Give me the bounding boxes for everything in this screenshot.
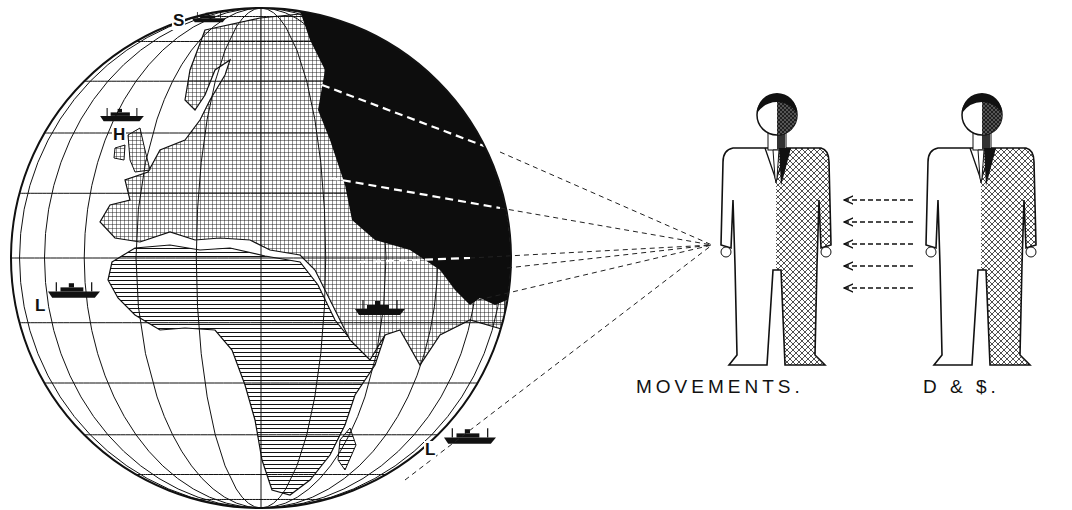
- flow-arrow: [844, 221, 913, 222]
- flow-arrow: [844, 199, 913, 200]
- ireland: [114, 145, 125, 160]
- flow-arrows: [844, 200, 913, 288]
- lapel: [779, 148, 791, 186]
- hair: [962, 93, 1002, 113]
- ship-icon: [192, 12, 226, 22]
- graticule: [11, 8, 511, 508]
- flow-arrow: [844, 265, 913, 266]
- britain: [128, 128, 150, 172]
- man-figure: [915, 80, 1055, 410]
- suit-shade: [776, 148, 831, 365]
- tie: [773, 150, 779, 183]
- dashed-white-lines: [322, 85, 500, 262]
- figure-node: D & $.: [915, 80, 1055, 410]
- dashed-leader-lines: [405, 152, 712, 480]
- hair: [757, 93, 797, 113]
- ship-icon: [355, 300, 405, 315]
- figure-node: MOVEMENTS.: [630, 80, 842, 410]
- man-body: [721, 93, 831, 365]
- graticule-lines: [11, 8, 511, 508]
- suit: [721, 148, 831, 365]
- figure-caption: MOVEMENTS.: [636, 376, 804, 398]
- ship-letter: S: [172, 12, 185, 30]
- tie: [978, 150, 984, 183]
- ship-letter: L: [424, 441, 436, 459]
- suit-shade: [981, 148, 1036, 365]
- ship-letter: L: [34, 297, 46, 315]
- flow-arrow: [844, 243, 913, 244]
- dark-region: [300, 11, 511, 305]
- lapel: [984, 148, 996, 186]
- ship-icon: [48, 282, 100, 298]
- ships: [48, 12, 496, 444]
- ocean: [11, 8, 511, 508]
- suit-outline: [721, 148, 831, 365]
- globe-outline: [11, 8, 511, 508]
- flow-arrow: [844, 287, 913, 288]
- suit: [926, 148, 1036, 365]
- hand: [926, 247, 936, 257]
- ship-letter: H: [112, 126, 126, 144]
- man-figure: [630, 80, 842, 410]
- hand: [721, 247, 731, 257]
- hand: [821, 247, 831, 257]
- hand: [1026, 247, 1036, 257]
- globe-face: [11, 8, 511, 508]
- man-body: [926, 93, 1036, 365]
- ship-icon: [100, 108, 144, 121]
- figure-caption: D & $.: [923, 376, 1000, 398]
- suit-outline: [926, 148, 1036, 365]
